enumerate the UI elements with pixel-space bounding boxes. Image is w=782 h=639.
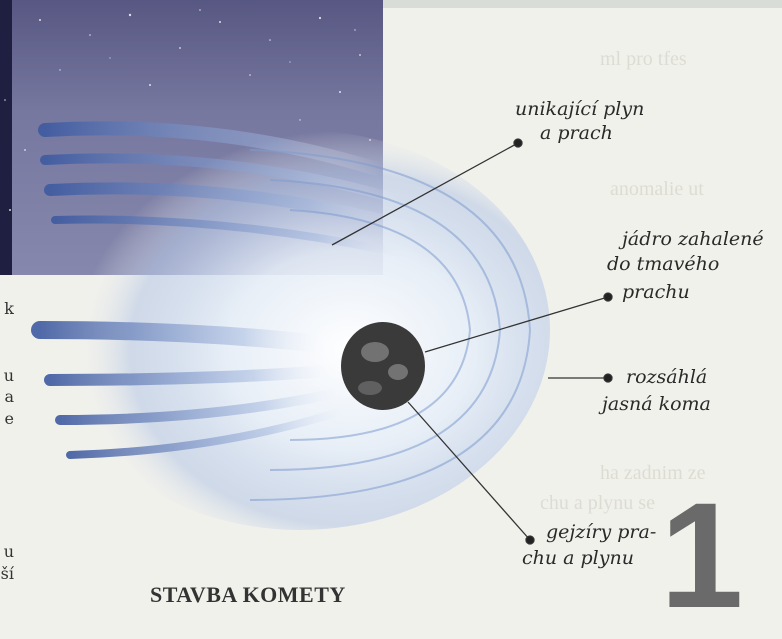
label-escaping-gas-line2: a prach (540, 122, 613, 144)
label-nucleus-line1: jádro zahalené (622, 228, 764, 250)
label-geysers-line2: chu a plynu (522, 547, 634, 569)
margin-text-a: a (4, 387, 14, 406)
label-nucleus-line3: prachu (622, 281, 690, 303)
label-escaping-gas-line1: unikající plyn (515, 98, 645, 120)
page-number: 1 (660, 471, 744, 639)
comet-illustration (31, 121, 613, 545)
figure-title: STAVBA KOMETY (150, 582, 346, 607)
label-nucleus-line2: do tmavého (607, 253, 720, 275)
margin-text-si: ší (0, 564, 14, 583)
margin-text-u: u (3, 366, 14, 385)
margin-text-k: k (4, 299, 14, 318)
stars (4, 9, 371, 211)
margin-text-u2: u (3, 542, 14, 561)
label-geysers-line1: gejzíry pra- (546, 521, 657, 543)
label-coma-line2: jasná koma (602, 393, 711, 415)
page-edge (0, 0, 782, 8)
nucleus (341, 322, 425, 410)
margin-text-e: e (4, 409, 14, 428)
label-coma-line1: rozsáhlá (626, 366, 708, 388)
